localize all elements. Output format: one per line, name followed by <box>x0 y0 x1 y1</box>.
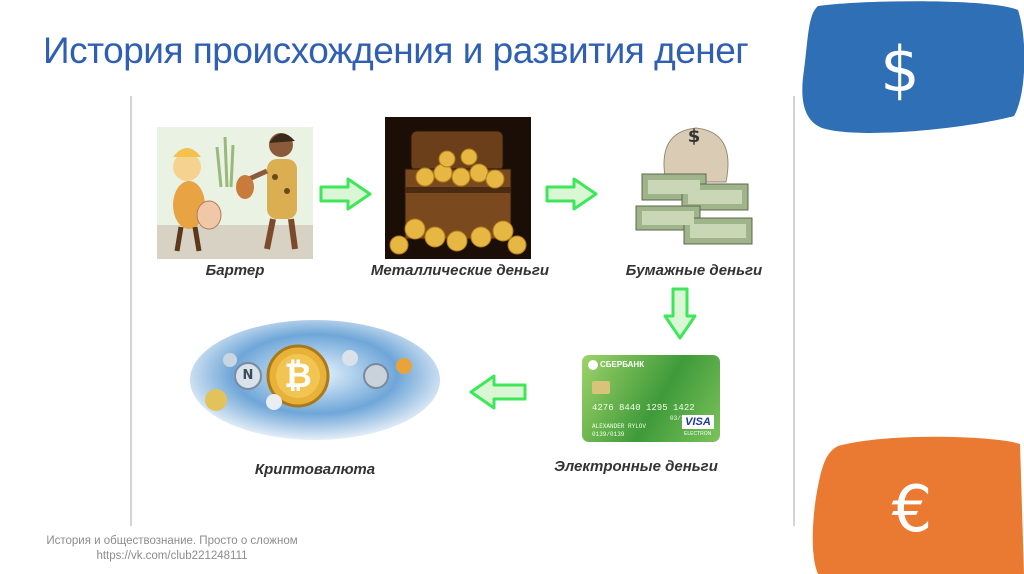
card-chip <box>592 381 610 394</box>
bank-name: СБЕРБАНК <box>600 360 645 369</box>
stage-label-electronic: Электронные деньги <box>554 458 718 475</box>
visa-logo: VISA <box>682 415 714 429</box>
card-holder: ALEXANDER RYLOV <box>592 423 647 430</box>
dollar-symbol: $ <box>880 33 920 106</box>
footer-line-1: История и обществознание. Просто о сложн… <box>46 535 298 547</box>
footer: История и обществознание. Просто о сложн… <box>38 534 306 564</box>
dollar-badge <box>802 1 1024 133</box>
stage-label-metal: Металлические деньги <box>370 262 550 279</box>
euro-symbol: € <box>891 473 933 547</box>
arrow-right-1 <box>319 177 372 211</box>
bitcoin-symbol: ₿ <box>284 356 312 396</box>
divider-right <box>793 96 795 526</box>
paper-money-illustration <box>626 122 762 258</box>
stage-label-crypto: Криптовалюта <box>254 461 376 478</box>
card-valid: 03/13 <box>670 415 689 422</box>
visa-electron-text: ELECTRON <box>684 431 712 437</box>
metal-coins-illustration <box>385 117 531 259</box>
bank-card: СБЕРБАНК 4276 8440 1295 1422 03/13 ALEXA… <box>582 355 720 442</box>
arrow-down <box>663 287 697 340</box>
stage-label-paper: Бумажные деньги <box>625 262 763 279</box>
barter-illustration <box>157 127 313 259</box>
page-title: История происхождения и развития денег <box>43 30 749 71</box>
divider-left <box>130 96 132 526</box>
euro-badge <box>812 436 1024 574</box>
paper-bag-dollar-symbol: $ <box>687 126 701 147</box>
stage-label-barter: Бартер <box>205 262 265 279</box>
card-number: 4276 8440 1295 1422 <box>592 403 695 413</box>
footer-link[interactable]: https://vk.com/club221248111 <box>96 550 248 562</box>
crypto-n-symbol: N <box>242 368 254 383</box>
card-code: 0139/0139 <box>592 431 625 438</box>
crypto-illustration <box>190 320 440 446</box>
bank-logo-icon <box>588 360 598 370</box>
arrow-left <box>469 374 527 410</box>
arrow-right-2 <box>545 177 598 211</box>
